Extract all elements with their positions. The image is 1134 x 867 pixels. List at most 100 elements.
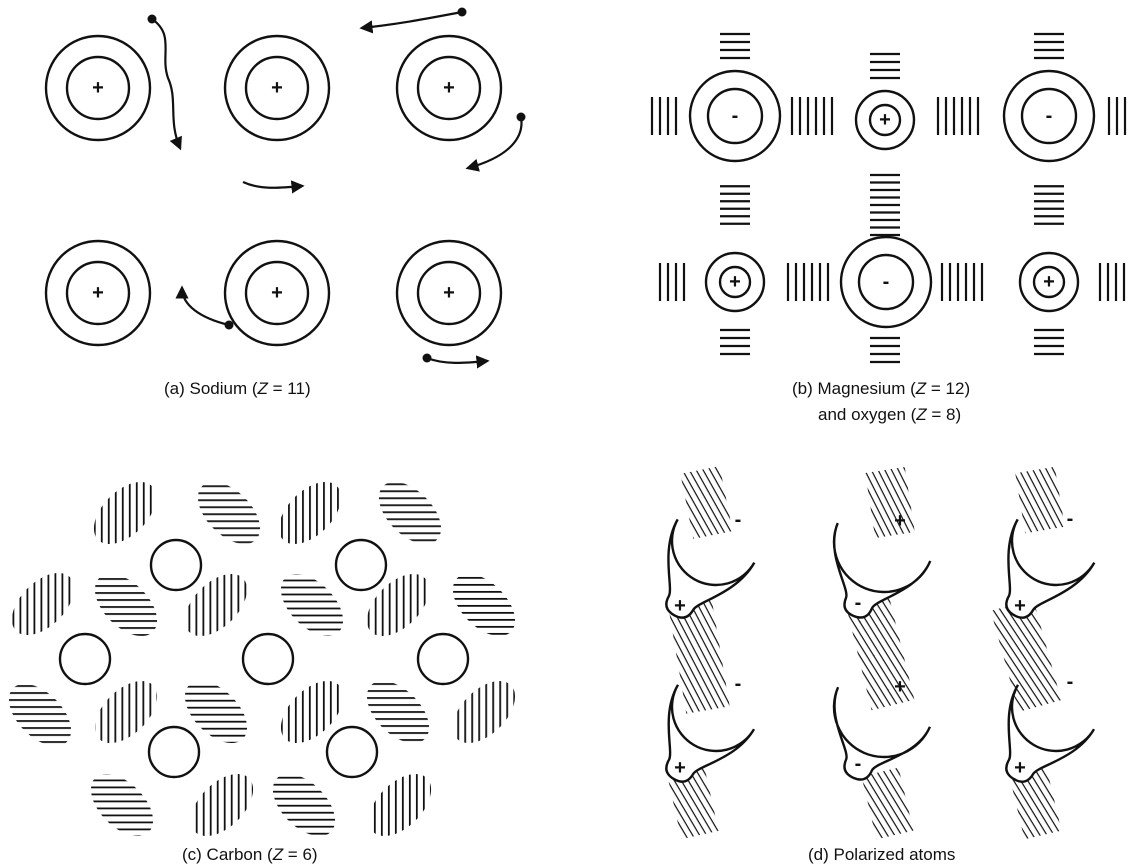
ionic-bond (650, 97, 678, 135)
outer-shell (44, 34, 152, 142)
outer-shell (854, 89, 916, 151)
caption-a: (a) Sodium (Z = 11) (164, 379, 311, 398)
negative-pole: - (1067, 671, 1074, 693)
outer-shell (688, 69, 782, 163)
bond-orbital-lobe (190, 773, 254, 837)
inner-shell (718, 265, 752, 299)
sodium-ion: + (223, 239, 331, 347)
bond-orbital-lobe (11, 572, 75, 636)
sodium-ion: + (223, 34, 331, 142)
bond-orbital-lobe (452, 573, 516, 637)
electron-cloud (1005, 518, 1096, 619)
negative-pole: - (735, 509, 742, 531)
carbon-atom (325, 725, 379, 779)
dipole-attraction (1015, 466, 1065, 534)
ionic-bond (1107, 97, 1127, 135)
negative-pole: - (1067, 508, 1074, 530)
positive-charge: + (92, 77, 104, 99)
positive-pole: + (674, 595, 686, 617)
ionic-bond (658, 263, 686, 301)
bond-orbital-lobe (280, 573, 344, 637)
panel-b-magnesium-oxide: -+-+-+ (b) Magnesium (Z = 12) and oxygen… (650, 32, 1127, 424)
positive-pole: + (674, 757, 686, 779)
carbon-atom (58, 632, 112, 686)
sodium-ion: + (44, 34, 152, 142)
outer-shell (395, 34, 503, 142)
polarized-atom: -+ (665, 673, 756, 783)
ionic-bond (870, 52, 900, 80)
caption-d: (d) Polarized atoms (808, 845, 955, 864)
ionic-bond (720, 328, 750, 356)
bond-orbital-lobe (368, 773, 432, 837)
panel-d-polarized-atoms: -+-++-+--+-+ (d) Polarized atoms (665, 466, 1096, 864)
inner-shell (416, 55, 482, 121)
outer-shell (704, 251, 766, 313)
ionic-bond (1034, 328, 1064, 356)
inner-shell (244, 260, 310, 326)
ionic-bond (790, 97, 834, 135)
caption-c: (c) Carbon (Z = 6) (182, 845, 318, 864)
sodium-ion: + (44, 239, 152, 347)
negative-charge: - (732, 105, 739, 127)
outer-shell (1018, 251, 1080, 313)
electron-cloud (832, 522, 932, 619)
inner-shell (65, 55, 131, 121)
positive-charge: + (443, 77, 455, 99)
ionic-bond (786, 263, 830, 301)
negative-pole: - (855, 592, 862, 614)
positive-charge: + (271, 282, 283, 304)
dipole-attraction (667, 767, 719, 840)
bond-orbital-lobe (452, 680, 516, 744)
dipole-attraction (680, 466, 733, 539)
sodium-ion: + (395, 34, 503, 142)
positive-charge: + (879, 109, 891, 131)
caption-b-line2: and oxygen (Z = 8) (818, 405, 961, 424)
inner-shell (1020, 87, 1078, 145)
bond-orbital-lobe (94, 573, 158, 637)
bond-orbital-lobe (184, 573, 248, 637)
dipole-attraction (990, 599, 1062, 712)
ionic-bond (1098, 263, 1126, 301)
electron-cloud (665, 684, 756, 783)
negative-charge: - (883, 271, 890, 293)
ionic-bond (1034, 32, 1064, 60)
outer-shell (44, 239, 152, 347)
carbon-atom (416, 632, 470, 686)
positive-charge: + (729, 271, 741, 293)
electron-cloud (665, 518, 756, 619)
sodium-ion: + (395, 239, 503, 347)
inner-shell (244, 55, 310, 121)
inner-shell (868, 103, 902, 137)
dipole-attraction (1009, 767, 1062, 840)
outer-shell (395, 239, 503, 347)
outer-shell (223, 239, 331, 347)
positive-pole: + (894, 510, 906, 532)
inner-shell (706, 87, 764, 145)
carbon-atom (147, 725, 201, 779)
positive-pole: + (894, 676, 906, 698)
bond-orbital-lobe (94, 680, 158, 744)
polarized-atom: +- (832, 510, 932, 619)
dipole-attraction (861, 767, 914, 840)
bond-orbital-lobe (272, 773, 336, 837)
bond-orbital-lobe (90, 773, 154, 837)
bond-orbital-lobe (378, 481, 442, 545)
carbon-atom (241, 632, 295, 686)
bond-orbital-lobe (278, 481, 342, 545)
bond-orbital-lobe (197, 481, 261, 545)
oxygen-anion: - (1002, 69, 1096, 163)
electron-cloud (832, 686, 932, 781)
inner-shell (416, 260, 482, 326)
bond-orbital-lobe (366, 680, 430, 744)
outer-shell (223, 34, 331, 142)
outer-shell (1002, 69, 1096, 163)
dipole-attraction (668, 599, 730, 714)
ionic-bond (720, 185, 750, 225)
dipole-attraction (846, 597, 915, 711)
positive-pole: + (1014, 757, 1026, 779)
dipole-attraction (865, 466, 915, 539)
inner-shell (65, 260, 131, 326)
bond-orbital-lobe (280, 680, 344, 744)
ionic-bond (870, 173, 900, 237)
